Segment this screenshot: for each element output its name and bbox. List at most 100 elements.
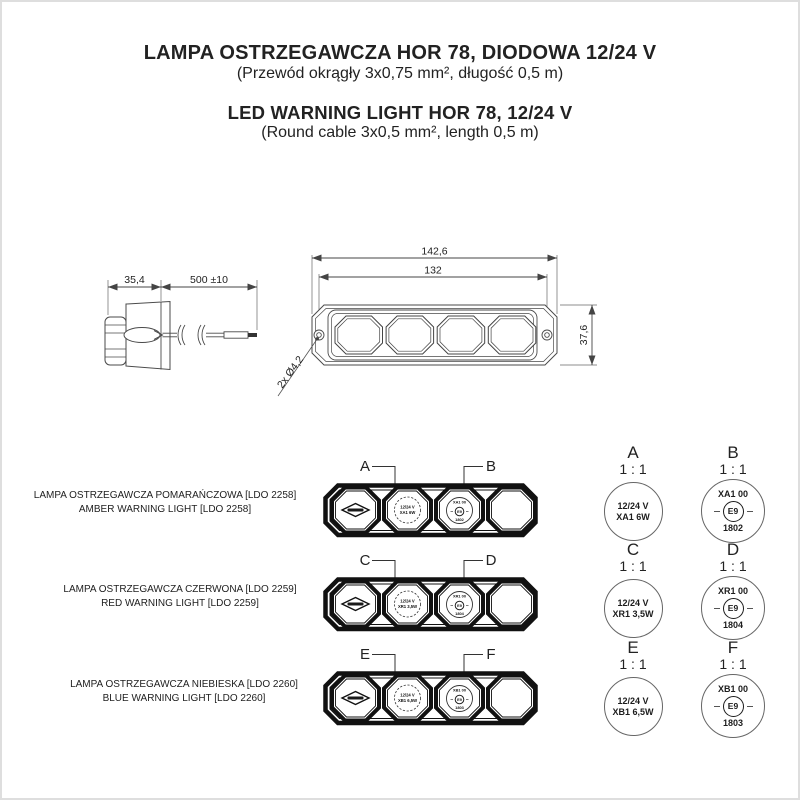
mounting-hole-right [541, 329, 553, 341]
lamp-segment-4 [486, 673, 537, 723]
approval-stamp-circle [446, 497, 473, 524]
lamp-segment-4 [486, 579, 537, 629]
detail-stamp-circle: XR1 00 E9 1804 [701, 576, 765, 640]
detail-d: D 1 : 1 XR1 00 E9 1804 [678, 541, 788, 640]
approval-stamp-circle [446, 591, 473, 618]
e-mark-icon: E9 [722, 500, 744, 522]
detail-letter: F [727, 638, 739, 657]
lens-segment-4 [487, 315, 537, 355]
emark-dash [713, 705, 720, 707]
cable-sleeve [223, 331, 249, 339]
e-mark-circle [454, 506, 465, 517]
stamp-type-code: XR1 00 [717, 585, 749, 596]
height-dimension-value: 37,6 [578, 325, 590, 346]
variant-lamp-drawing-red: C D 12/24 V XR1 3,5W XR1 00 E9 1804 [323, 552, 538, 636]
variant-label-blue: LAMPA OSTRZEGAWCZA NIEBIESKA [LDO 2260] … [31, 678, 337, 706]
detail-scale: 1 : 1 [619, 558, 647, 574]
variant-label-en: AMBER WARNING LIGHT [LDO 2258] [78, 504, 252, 515]
callout-right-line [463, 560, 483, 578]
top-view-drawing [277, 254, 597, 397]
stamp-approval-no: 1803 [722, 717, 744, 728]
lens-segment-3 [436, 315, 486, 355]
cable [162, 324, 257, 346]
callout-left-letter: E [360, 646, 370, 663]
e-mark-icon: E9 [722, 597, 744, 619]
detail-letter: B [727, 443, 739, 462]
mounting-holes-label: 2x Ø4,2 [275, 354, 306, 391]
stamp-approval-no: 1802 [455, 517, 464, 522]
callout-left-letter: A [360, 458, 370, 475]
callout-right-letter: B [486, 458, 496, 475]
detail-letter: D [726, 540, 740, 559]
stamp-type-code: XA1 00 [717, 488, 749, 499]
stamp-voltage: 12/24 V [400, 599, 415, 604]
detail-scale: 1 : 1 [619, 656, 647, 672]
stamp-type-power: XR1 3,5W [612, 608, 654, 619]
detail-a: A 1 : 1 12/24 V XA1 6W [578, 444, 688, 541]
stamp-voltage: 12/24 V [617, 597, 649, 608]
hole-spacing-dimension-value: 132 [424, 265, 442, 277]
stamp-voltage: 12/24 V [617, 500, 649, 511]
stamp-type-power: XR1 3,5W [398, 604, 417, 609]
stamp-approval-no: 1804 [455, 611, 464, 616]
detail-scale: 1 : 1 [719, 656, 747, 672]
detail-letter: A [627, 443, 639, 462]
cable-wire-tip [248, 333, 257, 337]
product-subtitle-pl: (Przewód okrągły 3x0,75 mm², długość 0,5… [236, 65, 564, 82]
e-mark-code: E9 [457, 603, 463, 608]
e-mark-circle [454, 600, 465, 611]
callout-left-letter: C [360, 552, 371, 569]
e-mark-code: E9 [457, 509, 463, 514]
callout-right-line [463, 654, 483, 672]
stamp-type-code: XB1 00 [453, 688, 466, 693]
callout-left-line [372, 466, 396, 486]
product-title-pl: LAMPA OSTRZEGAWCZA HOR 78, DIODOWA 12/24… [143, 42, 657, 64]
product-subtitle-en: (Round cable 3x0,5 mm², length 0,5 m) [261, 124, 539, 141]
emark-dash [713, 510, 720, 512]
cable-dimension-value: 500 ±10 [190, 274, 228, 286]
callout-left-line [372, 560, 396, 580]
variant-lamp-drawing-blue: E F 12/24 V XB1 6,5W XB1 00 E9 1803 [323, 646, 538, 730]
detail-scale: 1 : 1 [719, 558, 747, 574]
variant-label-en: BLUE WARNING LIGHT [LDO 2260] [102, 693, 266, 704]
e-mark-code: E9 [457, 697, 463, 702]
mounting-hole-left [313, 329, 325, 341]
voltage-stamp-circle [394, 590, 421, 618]
technical-drawing: 35,4 500 ±10 142,6 132 37,6 [104, 246, 597, 397]
emark-dash [746, 607, 753, 609]
emark-dash [713, 607, 720, 609]
stamp-type-code: XA1 00 [453, 500, 466, 505]
stamp-type-power: XA1 6W [616, 511, 650, 522]
stamp-type-code: XB1 00 [717, 683, 749, 694]
lens-segment-1 [334, 315, 383, 355]
detail-scale: 1 : 1 [619, 461, 647, 477]
stamp-approval-no: 1802 [722, 522, 744, 533]
product-title-en: LED WARNING LIGHT HOR 78, 12/24 V [227, 102, 573, 123]
variant-label-pl: LAMPA OSTRZEGAWCZA NIEBIESKA [LDO 2260] [70, 679, 298, 690]
stamp-type-power: XA1 6W [400, 510, 416, 515]
lamp-segment-4 [486, 485, 537, 535]
stamp-voltage: 12/24 V [400, 693, 415, 698]
stamp-approval-no: 1804 [722, 619, 744, 630]
depth-dimension-value: 35,4 [124, 274, 145, 286]
approval-stamp-circle [446, 685, 473, 712]
cable-boss [123, 327, 161, 343]
e-mark-icon: E9 [722, 695, 744, 717]
detail-stamp-circle: 12/24 V XA1 6W [603, 482, 663, 541]
overall-width-dimension-value: 142,6 [421, 246, 447, 258]
callout-right-line [463, 466, 483, 484]
detail-f: F 1 : 1 XB1 00 E9 1803 [678, 639, 788, 738]
variant-label-red: LAMPA OSTRZEGAWCZA CZERWONA [LDO 2259] R… [27, 583, 333, 611]
side-view-drawing [104, 280, 258, 371]
callout-left-line [372, 654, 396, 674]
detail-letter: E [627, 638, 639, 657]
stamp-approval-no: 1803 [455, 705, 464, 710]
detail-c: C 1 : 1 12/24 V XR1 3,5W [578, 541, 688, 638]
voltage-stamp-circle [394, 496, 421, 524]
emark-dash [746, 510, 753, 512]
detail-stamp-circle: 12/24 V XR1 3,5W [603, 579, 663, 638]
variant-label-pl: LAMPA OSTRZEGAWCZA CZERWONA [LDO 2259] [63, 584, 297, 595]
emark-dash [746, 705, 753, 707]
detail-stamp-circle: XB1 00 E9 1803 [701, 674, 765, 738]
callout-right-letter: F [486, 646, 495, 663]
